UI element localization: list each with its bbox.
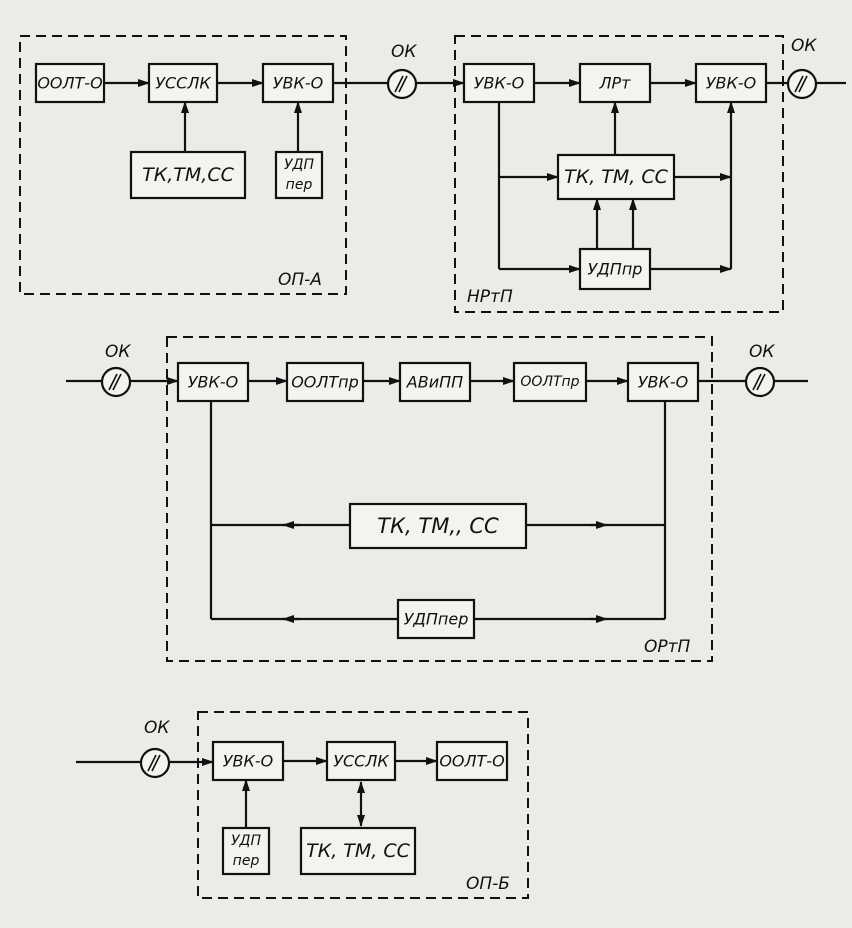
op-a-frame — [19, 35, 347, 295]
ok-label-5: ОК — [144, 718, 170, 738]
ok-label-3: ОК — [105, 342, 131, 362]
nrtp-lrt-label: ЛРт — [599, 74, 632, 93]
ok-circle-3 — [100, 366, 132, 398]
op-b-tk-label: ТК, ТМ, СС — [306, 840, 411, 862]
ok-coupler-2: ОК — [786, 36, 818, 100]
ok-arrows-5 — [147, 754, 161, 772]
op-b-ussl-label: УССЛК — [333, 752, 389, 771]
ortp-uvk-out-label: УВК-О — [638, 373, 688, 392]
op-a-udp-label-2: пер — [286, 177, 313, 193]
ok-coupler-5: ОК — [139, 718, 171, 779]
nrtp-tk-label: ТК, ТМ, СС — [564, 166, 669, 188]
ok-arrows-4 — [752, 373, 766, 391]
op-b-udp-label-2: пер — [233, 853, 260, 869]
ortp-uvk-in-label: УВК-О — [188, 373, 238, 392]
ok-coupler-1: ОК — [386, 42, 418, 100]
op-b-section: УВК-О УССЛК ООЛТ-О УДП пер ТК, ТМ, СС ОП… — [197, 711, 529, 899]
nrtp-udp-label: УДПпр — [588, 260, 643, 279]
op-b-frame — [197, 711, 529, 899]
ok-arrows-2 — [794, 75, 808, 93]
op-a-udp-label-1: УДП — [284, 157, 314, 173]
nrtp-uvk-out-label: УВК-О — [706, 74, 756, 93]
ok-label-1: ОК — [391, 42, 417, 62]
op-b-frame-label: ОП-Б — [466, 874, 510, 894]
nrtp-tk-block — [556, 153, 676, 201]
ortp-udp-label: УДПпер — [404, 610, 469, 629]
op-a-frame-label: ОП-А — [278, 270, 322, 290]
op-a-oolt-label: ООЛТ-О — [37, 74, 102, 93]
ok-circle-2 — [786, 68, 818, 100]
op-b-uvk-label: УВК-О — [223, 752, 273, 771]
ortp-tk-label: ТК, ТМ,, СС — [377, 514, 499, 538]
op-a-uvk-label: УВК-О — [273, 74, 323, 93]
nrtp-section: УВК-О ЛРт УВК-О ТК, ТМ, СС УДПпр НРтП — [454, 35, 784, 313]
ortp-oolt2-label: ООЛТпр — [520, 374, 579, 390]
ortp-oolt1-label: ООЛТпр — [291, 373, 359, 392]
ok-label-2: ОК — [791, 36, 817, 56]
ok-arrows-3 — [108, 373, 122, 391]
ortp-oolt1-block — [285, 361, 365, 403]
op-b-uvk-block — [211, 740, 285, 782]
ok-circle-1 — [386, 68, 418, 100]
ortp-section: УВК-О ООЛТпр АВиПП ООЛТпр УВК-О ТК, ТМ,,… — [166, 336, 713, 662]
ortp-uvk-out-block — [626, 361, 700, 403]
op-b-oolt-label: ООЛТ-О — [439, 752, 504, 771]
ok-circle-5 — [139, 747, 171, 779]
nrtp-uvk-in-label: УВК-О — [474, 74, 524, 93]
ortp-avipp-block — [398, 361, 472, 403]
op-a-section: ООЛТ-О УССЛК УВК-О ТК,ТМ,СС УДП пер ОП-А — [19, 35, 347, 295]
nrtp-frame — [454, 35, 784, 313]
nrtp-frame-label: НРтП — [467, 287, 513, 307]
ortp-avipp-label: АВиПП — [406, 373, 463, 392]
ok-coupler-4: ОК — [744, 342, 776, 398]
ortp-frame-label: ОРтП — [644, 637, 691, 657]
ok-label-4: ОК — [749, 342, 775, 362]
op-a-ussl-label: УССЛК — [155, 74, 211, 93]
ok-circle-4 — [744, 366, 776, 398]
ok-coupler-3: ОК — [100, 342, 132, 398]
op-b-udp-label-1: УДП — [231, 833, 261, 849]
op-a-tk-block — [129, 150, 247, 200]
op-a-tk-label: ТК,ТМ,СС — [142, 164, 234, 186]
ortp-frame — [166, 336, 713, 662]
op-b-tk-block — [299, 826, 417, 876]
ok-arrows-1 — [394, 75, 408, 93]
